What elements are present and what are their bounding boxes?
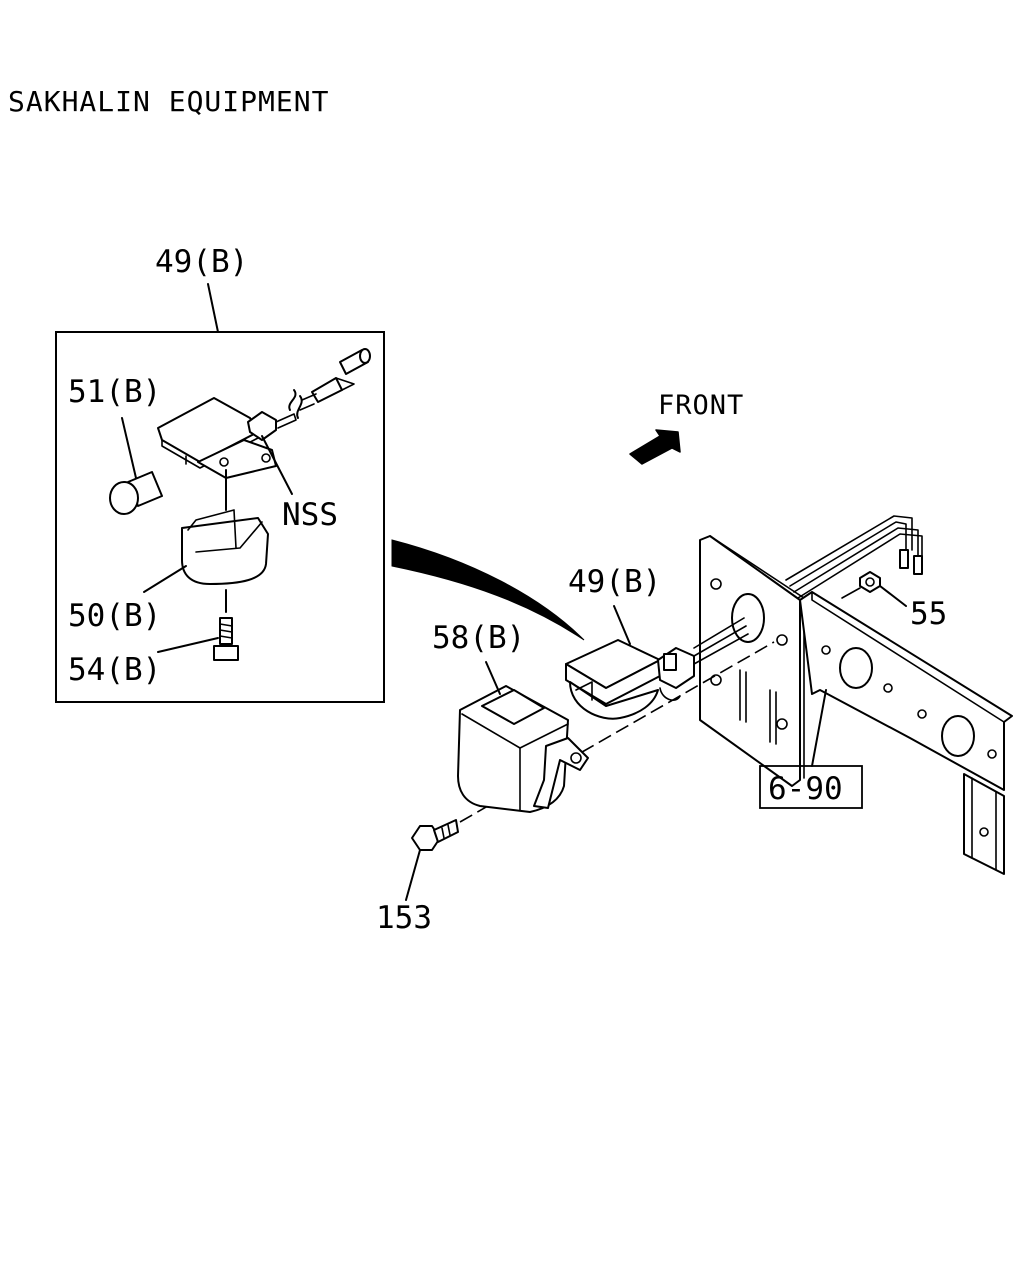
leader-cover <box>485 661 501 695</box>
callout-bolt: 153 <box>376 900 432 936</box>
leader-nss <box>261 435 293 495</box>
front-label: FRONT <box>658 390 744 421</box>
leader-bolt <box>405 849 421 901</box>
callout-lamp-assembly: 49(B) <box>568 564 661 600</box>
front-arrow-icon <box>629 429 681 465</box>
bulb-part <box>109 471 163 515</box>
leader-nut <box>879 585 907 607</box>
lens-part <box>181 509 269 585</box>
lamp-assembly <box>565 617 749 720</box>
inset-lamp-housing <box>157 348 371 479</box>
nut-mount-line <box>841 587 861 599</box>
leader-lens <box>143 565 187 593</box>
leader-screw <box>157 637 219 653</box>
callout-cover: 58(B) <box>432 620 525 656</box>
detail-inset-box <box>55 331 385 703</box>
mounting-bracket <box>699 535 1013 875</box>
diagram-title: SAKHALIN EQUIPMENT <box>8 85 329 118</box>
callout-bracket-ref: 6-90 <box>768 771 843 807</box>
screw-part <box>213 617 239 661</box>
leader-bulb <box>121 417 137 479</box>
leader-lamp-assembly <box>613 605 631 645</box>
callout-screw: 54(B) <box>68 652 161 688</box>
callout-inset-main: 49(B) <box>155 244 248 280</box>
bolt-part <box>411 819 459 851</box>
wire-harness <box>785 515 923 599</box>
leader-inset-main <box>207 283 219 333</box>
nut-part <box>859 571 881 593</box>
callout-nss: NSS <box>282 497 338 533</box>
reference-arrow <box>391 539 585 641</box>
cover-part <box>457 685 589 813</box>
callout-bulb: 51(B) <box>68 374 161 410</box>
callout-nut: 55 <box>910 596 947 632</box>
callout-lens: 50(B) <box>68 598 161 634</box>
leader-bracket-ref <box>811 689 827 767</box>
